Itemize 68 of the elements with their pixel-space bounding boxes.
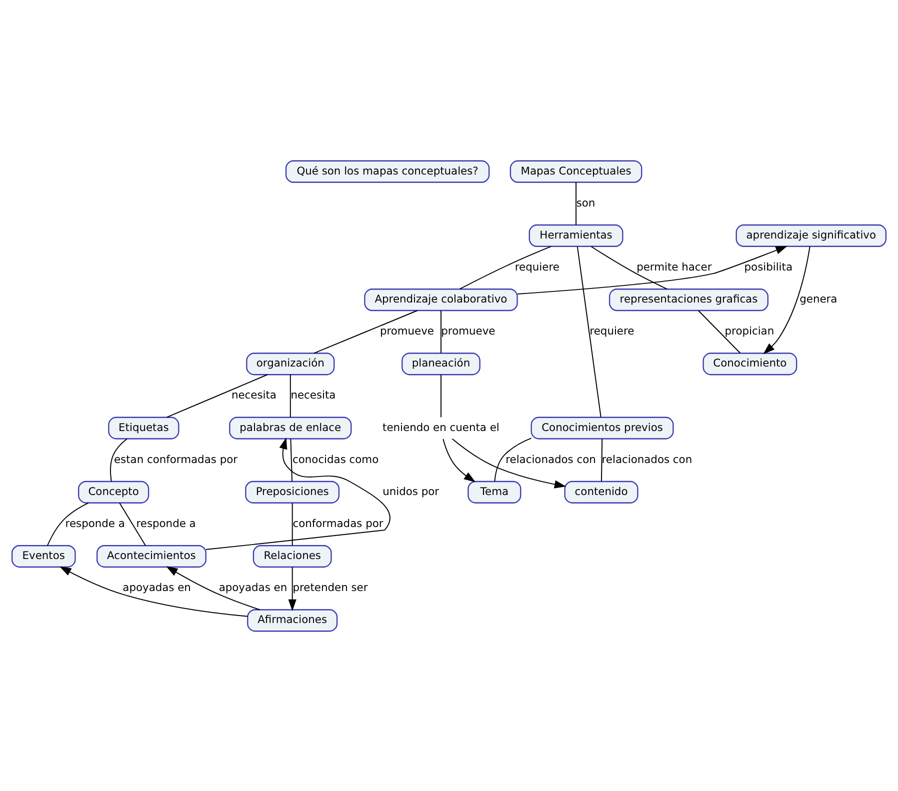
edge-label: genera: [800, 292, 838, 306]
connector: [290, 374, 291, 418]
arrow: [206, 436, 390, 550]
edge-label: apoyadas en: [122, 580, 191, 594]
arrow: [60, 566, 248, 616]
node-box: Aprendizaje colaborativo: [364, 288, 518, 311]
arrow: [288, 566, 296, 611]
node-box: Qué son los mapas conceptuales?: [285, 160, 490, 182]
node-box: Relaciones: [252, 544, 332, 568]
connector: [46, 502, 89, 546]
node-box: Conocimiento: [702, 352, 798, 375]
connector: [290, 438, 293, 482]
connector: [440, 310, 442, 354]
edge-label: responde a: [65, 516, 125, 530]
arrow: [763, 246, 810, 354]
connector: [314, 310, 418, 354]
edge-label: necesita: [290, 388, 336, 402]
connector: [110, 438, 128, 482]
edge-label: requiere: [590, 324, 634, 338]
node-box: contenido: [564, 480, 638, 503]
arrow: [517, 245, 788, 294]
node-text: teniendo en cuenta el: [382, 420, 500, 434]
connector: [576, 181, 577, 225]
arrow: [166, 566, 260, 610]
edge-label: necesita: [231, 388, 276, 402]
node-box: aprendizaje significativo: [736, 224, 887, 246]
node-box: palabras de enlace: [229, 416, 352, 439]
connector: [698, 310, 741, 354]
arrow: [442, 438, 476, 482]
edge-label: son: [576, 196, 596, 209]
edge-label: unidos por: [382, 484, 440, 498]
node-box: Tema: [468, 480, 522, 503]
edge-label: propician: [724, 324, 774, 338]
node-box: Concepto: [78, 480, 150, 503]
node-box: Eventos: [11, 544, 76, 568]
connector: [166, 374, 268, 418]
node-box: Afirmaciones: [247, 608, 338, 632]
connector: [600, 438, 603, 482]
node-box: Herramientas: [528, 224, 624, 246]
arrow: [452, 438, 566, 488]
node-box: Etiquetas: [108, 416, 180, 439]
connector: [494, 437, 532, 482]
node-box: Mapas Conceptuales: [510, 160, 642, 182]
node-box: Acontecimientos: [96, 544, 206, 568]
edge-label: apoyadas en: [218, 580, 288, 594]
edge-label: posibilita: [744, 260, 793, 273]
edge-label: promueve: [441, 324, 496, 338]
edge-label: pretenden ser: [292, 580, 368, 594]
connector: [590, 246, 668, 290]
node-box: Conocimientos previos: [530, 416, 674, 439]
edge-label: permite hacer: [636, 260, 712, 273]
edge-label: relacionados con: [506, 452, 596, 466]
edge-label: conformadas por: [292, 516, 384, 530]
edge-label: conocidas como: [292, 452, 379, 466]
node-box: Preposiciones: [245, 480, 340, 503]
node-box: planeación: [402, 352, 480, 375]
connector: [440, 374, 442, 418]
edge-label: responde a: [136, 516, 196, 530]
connector: [459, 245, 552, 290]
node-box: representaciones graficas: [608, 288, 768, 311]
connector: [576, 246, 602, 418]
node-box: organización: [246, 352, 335, 375]
edge-label: estan conformadas por: [114, 452, 238, 466]
edge-label: relacionados con: [602, 452, 692, 466]
edge-label: promueve: [380, 324, 434, 338]
connector: [292, 502, 293, 546]
connector: [119, 502, 146, 546]
edge-label: requiere: [514, 260, 560, 273]
